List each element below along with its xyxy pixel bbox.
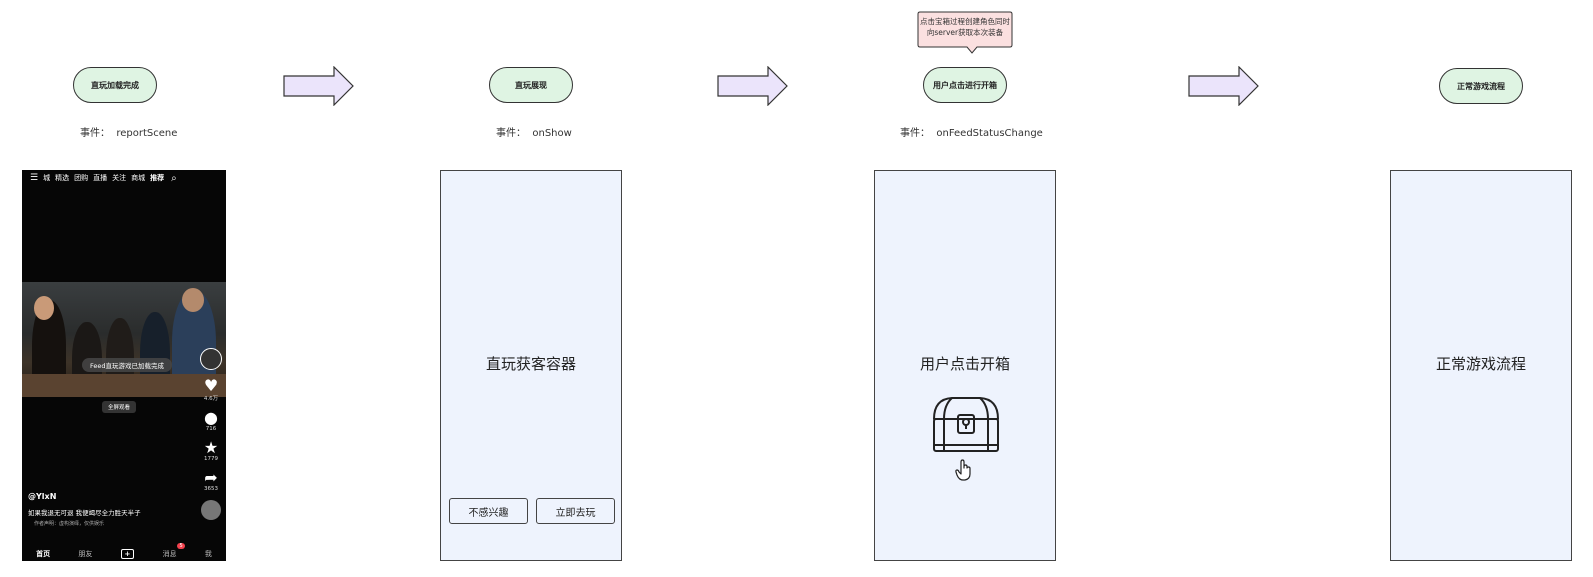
nav-item[interactable]: 关注: [112, 174, 127, 182]
nav-item[interactable]: 直播: [93, 174, 108, 182]
tab-messages-label: 消息: [162, 550, 177, 558]
acquisition-container-panel: 直玩获客容器 不感兴趣 立即去玩: [440, 170, 622, 561]
flow-arrow-3: [1188, 66, 1260, 106]
comment-count: 716: [205, 426, 217, 432]
search-icon[interactable]: ⌕: [171, 172, 177, 184]
panel-title: 直玩获客容器: [485, 355, 576, 373]
step-4-label: 正常游戏流程: [1457, 81, 1505, 91]
phone-bottom-nav: 首页 朋友 + 消息 5 我: [22, 543, 226, 561]
favorite-count: 1779: [204, 456, 218, 462]
side-action-bar: ♥ 4.6万 ● 716 ★ 1779 ➦ 3653: [200, 348, 222, 520]
treasure-chest-icon[interactable]: [930, 395, 1002, 461]
not-interested-button[interactable]: 不感兴趣: [449, 498, 528, 524]
play-now-label: 立即去玩: [555, 507, 596, 519]
step-3-label: 用户点击进行开箱: [933, 80, 997, 90]
video-frame: [22, 282, 226, 397]
event-prefix: 事件：: [496, 128, 526, 139]
panel-title: 用户点击开箱: [919, 355, 1010, 373]
flow-arrow-1: [283, 66, 355, 106]
flow-arrow-2: [717, 66, 789, 106]
share-count: 3653: [204, 486, 218, 492]
tab-home[interactable]: 首页: [36, 550, 51, 558]
load-complete-toast: Feed直玩游戏已加载完成: [82, 358, 173, 372]
tab-me[interactable]: 我: [204, 550, 212, 558]
nav-item[interactable]: 精选: [55, 174, 70, 182]
heart-icon[interactable]: ♥: [203, 376, 219, 395]
nav-item[interactable]: 团购: [74, 174, 89, 182]
panel-title: 正常游戏流程: [1435, 355, 1526, 373]
hand-pointer-icon: [955, 459, 973, 485]
step-2-node: 直玩展现: [489, 67, 573, 103]
step-1-label: 直玩加载完成: [91, 80, 139, 90]
event-prefix: 事件：: [900, 128, 930, 139]
step-2-event: 事件： onShow: [496, 124, 572, 139]
step-4-node: 正常游戏流程: [1439, 68, 1523, 104]
add-button[interactable]: +: [120, 549, 135, 559]
step-3-node: 用户点击进行开箱: [923, 67, 1007, 103]
fullscreen-label: 全屏观看: [108, 405, 131, 411]
step-1-node: 直玩加载完成: [73, 67, 157, 103]
play-now-button[interactable]: 立即去玩: [536, 498, 615, 524]
username[interactable]: @YlxN: [28, 492, 57, 501]
star-icon[interactable]: ★: [203, 438, 219, 457]
phone-screenshot: ☰ 城 精选 团购 直播 关注 商城 推荐 ⌕ Feed直玩游戏已加载完成 全屏…: [22, 170, 226, 561]
tab-messages[interactable]: 消息 5: [162, 543, 185, 559]
step-3-event: 事件： onFeedStatusChange: [900, 124, 1043, 139]
step-2-label: 直玩展现: [515, 80, 547, 90]
nav-item[interactable]: 商城: [131, 174, 146, 182]
event-name: onFeedStatusChange: [936, 128, 1043, 139]
callout-line-1: 点击宝箱过程创建角色同时: [920, 17, 1010, 26]
comment-icon[interactable]: ●: [204, 408, 218, 427]
nav-item[interactable]: 推荐: [150, 174, 165, 182]
callout-line-2: 向server获取本次装备: [926, 28, 1004, 37]
fullscreen-button[interactable]: 全屏观看: [102, 401, 137, 413]
event-name: reportScene: [116, 128, 178, 139]
video-caption: 如果我退无可退 我便竭尽全力胜天半子: [28, 509, 141, 517]
open-box-panel: 用户点击开箱: [874, 170, 1056, 561]
nav-item[interactable]: 城: [43, 174, 51, 182]
game-flow-panel: 正常游戏流程: [1390, 170, 1572, 561]
tab-friends[interactable]: 朋友: [78, 550, 93, 558]
share-icon[interactable]: ➦: [204, 468, 218, 487]
phone-top-nav: ☰ 城 精选 团购 直播 关注 商城 推荐 ⌕: [22, 170, 226, 186]
step-1-event: 事件： reportScene: [80, 124, 177, 139]
not-interested-label: 不感兴趣: [468, 507, 509, 519]
music-disc-icon[interactable]: [201, 500, 221, 520]
menu-icon[interactable]: ☰: [30, 173, 39, 183]
like-count: 4.6万: [203, 396, 219, 402]
message-badge: 5: [177, 543, 185, 549]
event-prefix: 事件：: [80, 128, 110, 139]
callout-bubble: 点击宝箱过程创建角色同时 向server获取本次装备: [917, 11, 1013, 55]
event-name: onShow: [532, 128, 572, 139]
avatar[interactable]: [200, 348, 222, 370]
author-disclaimer: 作者声明：虚构演绎，仅供娱乐: [34, 521, 105, 527]
